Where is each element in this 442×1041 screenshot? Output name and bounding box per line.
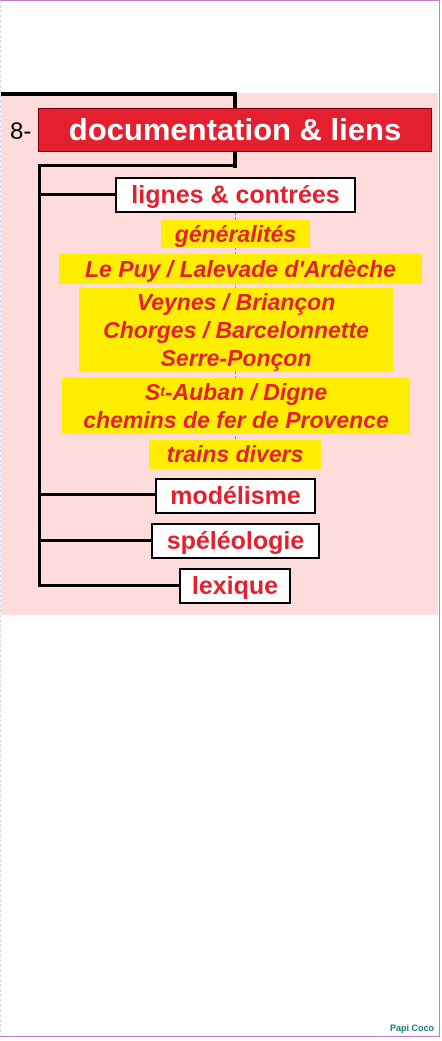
tree-branch-lignes: [38, 193, 116, 196]
veynes-line-1: Veynes / Briançon: [136, 289, 336, 315]
lexique-button[interactable]: lexique: [179, 568, 291, 604]
st-auban-rest: -Auban / Digne: [164, 379, 328, 405]
veynes-line-3: Serre-Ponçon: [160, 345, 312, 371]
st-auban-line: St-Auban / Digne: [62, 378, 410, 406]
st-auban-s: S: [144, 379, 161, 405]
tree-line-top: [1, 92, 237, 96]
menu-item-generalites[interactable]: généralités: [161, 220, 310, 248]
menu-item-le-puy[interactable]: Le Puy / Lalevade d'Ardèche: [59, 254, 422, 284]
tree-line-mid: [38, 164, 237, 167]
menu-item-st-auban[interactable]: St-Auban / Digne chemins de fer de Prove…: [62, 378, 410, 434]
credit-text: Papi Coco: [389, 1023, 434, 1033]
tree-branch-modelisme: [38, 493, 156, 496]
tree-line-trunk: [38, 164, 41, 587]
speleologie-button[interactable]: spéléologie: [151, 523, 320, 559]
section-number: 8-: [10, 118, 32, 145]
lignes-contrees-button[interactable]: lignes & contrées: [115, 177, 356, 213]
cf-provence-line: chemins de fer de Provence: [83, 407, 389, 433]
veynes-line-2: Chorges / Barcelonnette: [103, 317, 369, 343]
documentation-liens-button[interactable]: documentation & liens: [38, 108, 432, 152]
st-auban-sup: t: [160, 383, 165, 399]
modelisme-button[interactable]: modélisme: [155, 478, 316, 514]
menu-item-trains-divers[interactable]: trains divers: [149, 440, 321, 469]
tree-branch-lexique: [38, 584, 180, 587]
menu-item-veynes[interactable]: Veynes / Briançon Chorges / Barcelonnett…: [79, 288, 393, 372]
tree-branch-speleologie: [38, 539, 152, 542]
